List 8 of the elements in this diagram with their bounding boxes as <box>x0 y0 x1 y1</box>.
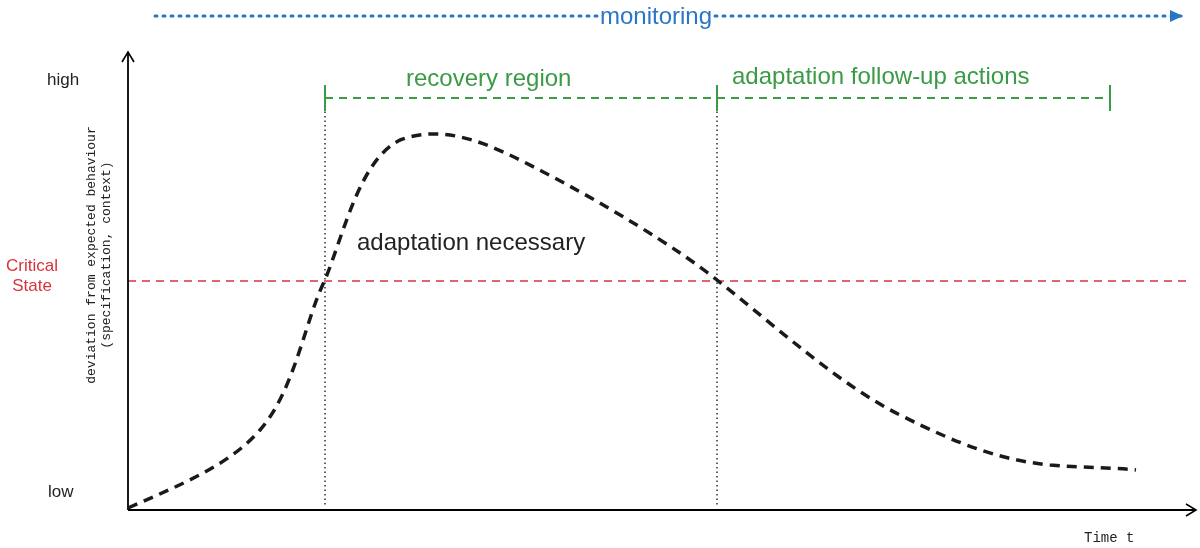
threshold-label: Critical State <box>5 256 59 296</box>
curve-label: adaptation necessary <box>357 228 586 256</box>
tick-label: high <box>47 70 80 90</box>
axis-label: Time t <box>1084 530 1135 547</box>
axis-label: deviation from expected behaviour (specification, context) <box>85 125 115 386</box>
region-label: recovery region <box>406 64 572 92</box>
tick-label: low <box>48 482 74 502</box>
region-label: adaptation follow-up actions <box>732 62 1030 90</box>
